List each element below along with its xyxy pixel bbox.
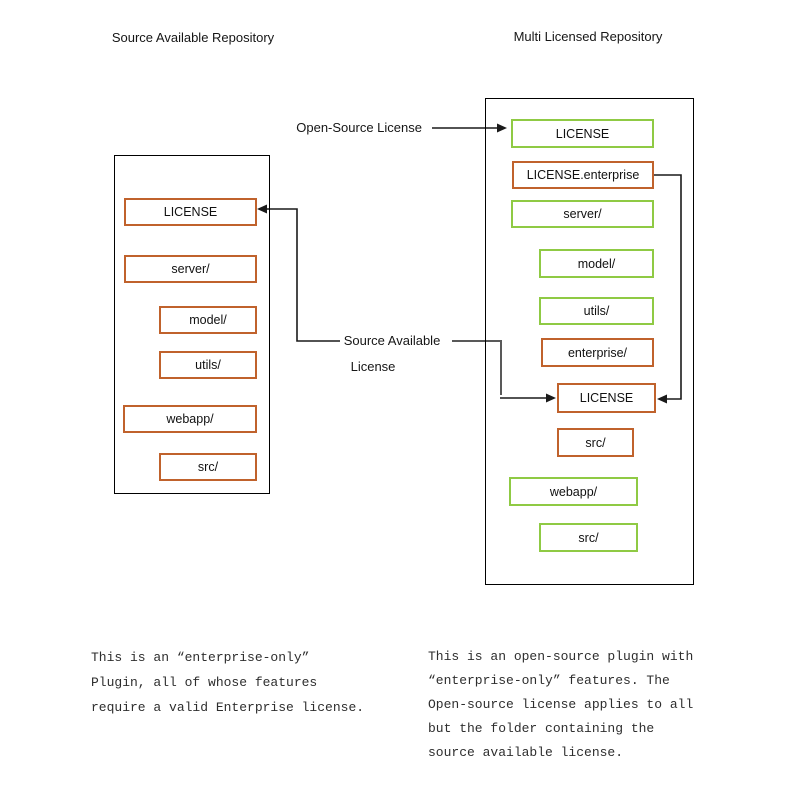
left-box-server: server/: [124, 255, 257, 283]
note-line: This is an open-source plugin with: [428, 649, 694, 664]
left-box-src: src/: [159, 453, 257, 481]
left-repo-outline: [114, 155, 270, 494]
open-source-license-label: Open-Source License: [296, 120, 422, 135]
note-line: require a valid Enterprise license.: [91, 700, 365, 715]
right-box-enterprise-dir: enterprise/: [541, 338, 654, 367]
note-line: This is an “enterprise-only”: [91, 650, 310, 665]
note-line: source available license.: [428, 745, 624, 760]
note-line: but the folder containing the: [428, 721, 655, 736]
note-line: “enterprise-only” features. The: [428, 673, 670, 688]
right-box-src-enterprise: src/: [557, 428, 634, 457]
right-box-webapp: webapp/: [509, 477, 638, 506]
right-repo-note: This is an open-source plugin with “ente…: [428, 645, 693, 765]
right-box-utils: utils/: [539, 297, 654, 325]
right-box-license-inner: LICENSE: [557, 383, 656, 413]
left-box-webapp: webapp/: [123, 405, 257, 433]
left-box-model: model/: [159, 306, 257, 334]
note-line: Plugin, all of whose features: [91, 675, 318, 690]
right-box-server: server/: [511, 200, 654, 228]
right-box-license-top: LICENSE: [511, 119, 654, 148]
source-available-license-label-line1: Source Available: [343, 333, 441, 348]
left-box-license: LICENSE: [124, 198, 257, 226]
right-box-src: src/: [539, 523, 638, 552]
right-repo-outline: [485, 98, 694, 585]
source-available-license-label-line2: License: [350, 359, 396, 374]
left-box-utils: utils/: [159, 351, 257, 379]
note-line: Open-source license applies to all: [428, 697, 694, 712]
right-box-license-enterprise: LICENSE.enterprise: [512, 161, 654, 189]
left-repo-title: Source Available Repository: [111, 30, 275, 45]
right-repo-title: Multi Licensed Repository: [513, 29, 663, 44]
left-repo-note: This is an “enterprise-only” Plugin, all…: [91, 645, 364, 720]
right-box-model: model/: [539, 249, 654, 278]
